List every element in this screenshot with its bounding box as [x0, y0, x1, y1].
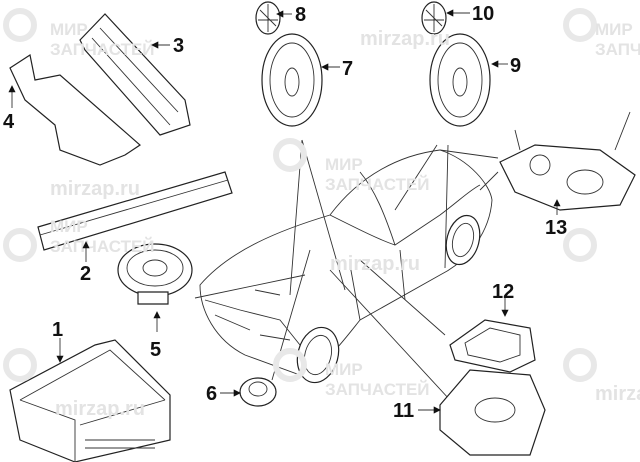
watermark-text: МИР [325, 360, 363, 379]
part-3-amplifier [79, 13, 191, 136]
part-4-bracket [9, 54, 141, 166]
part-12-gasket [449, 319, 536, 373]
part-2-trim-panel [37, 171, 233, 251]
watermarks: МИР ЗАПЧАСТЕЙ mirzap.ru МИР ЗАПЧАСТЕЙ mi… [3, 8, 640, 420]
part-1-head-unit [9, 339, 171, 462]
callout-10: 10 [472, 3, 494, 25]
part-8-grille [255, 1, 281, 35]
part-6-tweeter [239, 377, 277, 407]
callout-12: 12 [492, 281, 514, 303]
watermark-text: ЗАПЧАСТЕЙ [595, 40, 640, 59]
watermark-text: МИР [595, 20, 633, 39]
watermark-text: МИР [50, 20, 88, 39]
callout-11: 11 [393, 400, 414, 422]
callout-7: 7 [342, 58, 353, 80]
part-10-grille [421, 1, 447, 35]
callout-labels: 1 2 3 4 5 6 7 8 9 10 11 12 13 [3, 3, 567, 422]
watermark-site: mirzap.ru [595, 383, 640, 405]
watermark-text: ЗАПЧАСТЕЙ [325, 175, 430, 194]
callout-1: 1 [52, 319, 63, 341]
watermark-text: МИР [325, 155, 363, 174]
callout-13: 13 [545, 217, 567, 239]
watermark-logo-icon [3, 8, 597, 382]
callout-9: 9 [510, 55, 521, 77]
part-7-speaker [261, 33, 323, 127]
part-13-speaker-housing [499, 111, 636, 211]
part-11-subwoofer [439, 369, 546, 456]
callout-3: 3 [173, 35, 184, 57]
watermark-text: ЗАПЧАСТЕЙ [50, 40, 155, 59]
watermark-site: mirzap.ru [330, 253, 420, 275]
watermark-text: МИР [50, 217, 88, 236]
callout-2: 2 [80, 263, 91, 285]
leader-lines [194, 139, 499, 401]
callout-8: 8 [295, 4, 306, 26]
watermark-site: mirzap.ru [50, 178, 140, 200]
watermark-site: mirzap.ru [360, 28, 450, 50]
watermark-text: ЗАПЧАСТЕЙ [50, 237, 155, 256]
part-9-speaker [429, 33, 491, 127]
watermark-text: ЗАПЧАСТЕЙ [325, 380, 430, 399]
callout-5: 5 [150, 339, 161, 361]
car-illustration [199, 149, 493, 384]
callout-arrows [8, 9, 561, 414]
callout-6: 6 [206, 383, 217, 405]
part-5-speaker [117, 243, 193, 305]
callout-4: 4 [3, 111, 15, 133]
watermark-site: mirzap.ru [55, 398, 145, 420]
